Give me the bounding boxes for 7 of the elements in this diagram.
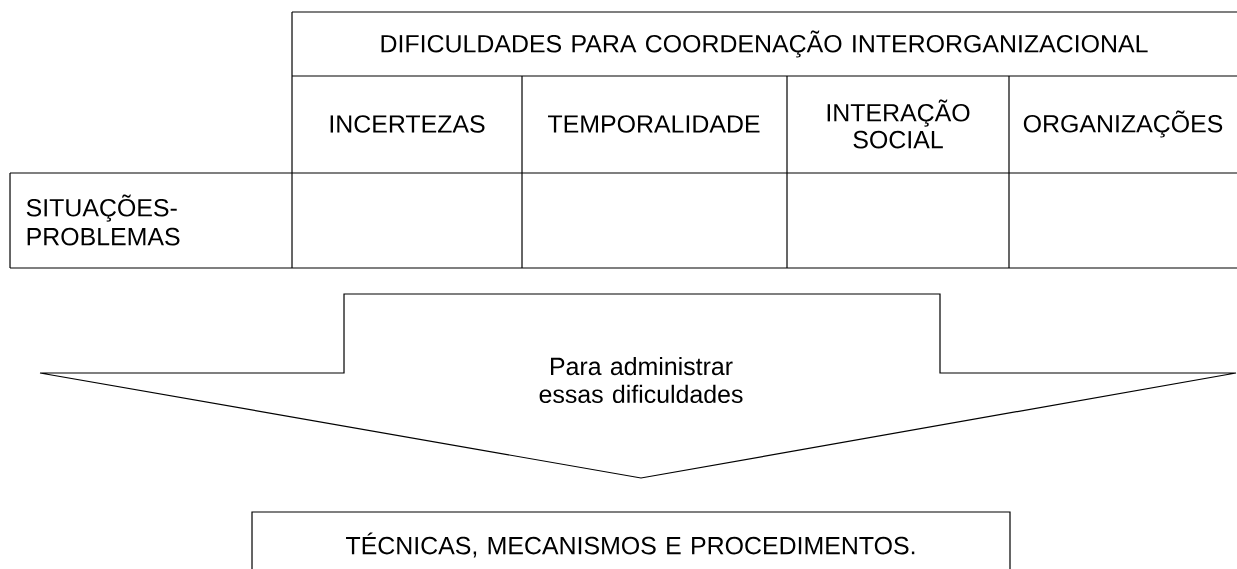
table-title: DIFICULDADES PARA COORDENAÇÃO INTERORGANIZACIONAL [381,30,1148,58]
row-header: SITUAÇÕES-PROBLEMAS [26,194,180,246]
column-header: INTERAÇÃO SOCIAL [827,99,970,149]
column-header: INCERTEZAS [330,115,485,133]
column-header: ORGANIZAÇÕES [1023,110,1223,138]
column-header: TEMPORALIDADE [548,115,760,133]
result-box: TÉCNICAS, MECANISMOS E PROCEDIMENTOS. [251,511,1011,569]
